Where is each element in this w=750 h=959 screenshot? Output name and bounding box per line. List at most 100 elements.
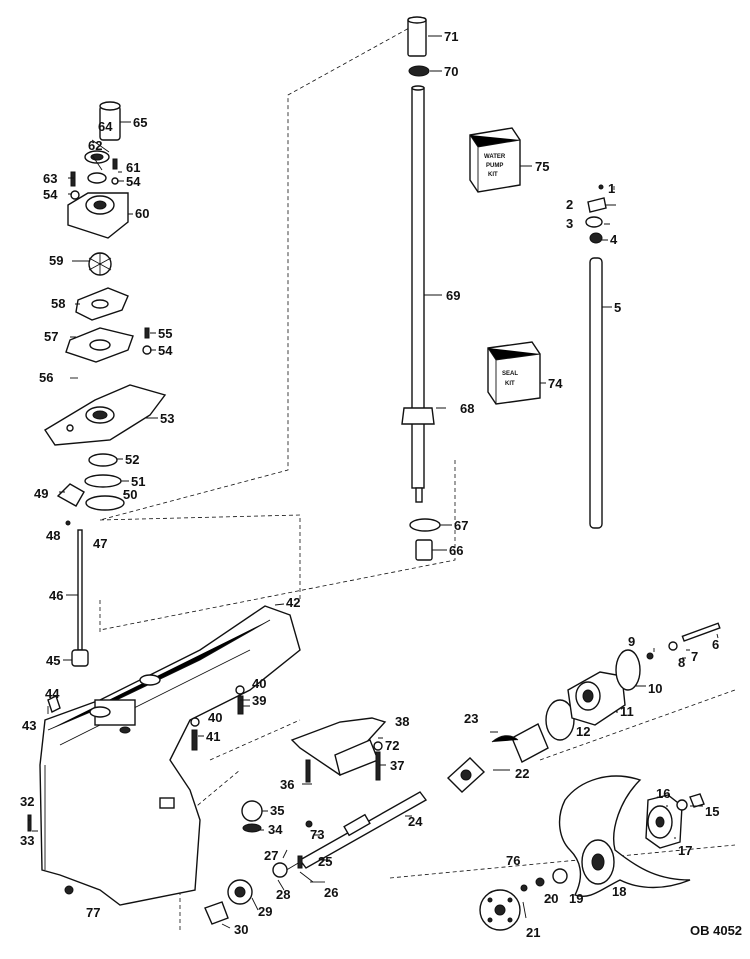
callout-36: 36 [280,777,294,792]
callout-27: 27 [264,848,278,863]
callout-71: 71 [444,29,458,44]
driveshaft-assembly [401,16,441,561]
callout-72: 72 [385,738,399,753]
callout-3: 3 [566,216,573,231]
callout-60: 60 [135,206,149,221]
part-71-bushing [407,17,427,57]
water-tube-assembly [585,184,607,529]
part-35-pinion-gear [241,800,263,822]
callout-10: 10 [648,681,662,696]
callout-77: 77 [86,905,100,920]
part-19-washer [552,868,568,884]
callout-35: 35 [270,803,284,818]
callout-labels: 71 70 65 64 62 61 54 63 54 60 75 1 2 3 4… [20,29,719,940]
callout-54-c: 54 [158,343,173,358]
callout-64: 64 [98,119,113,134]
callout-1: 1 [608,181,615,196]
callout-66: 66 [449,543,463,558]
callout-68: 68 [460,401,474,416]
callout-69: 69 [446,288,460,303]
callout-32: 32 [20,794,34,809]
callout-41: 41 [206,729,220,744]
callout-30: 30 [234,922,248,937]
callout-56: 56 [39,370,53,385]
callout-58: 58 [51,296,65,311]
housing-hardware [27,685,245,832]
callout-52: 52 [125,452,139,467]
callout-17: 17 [678,843,692,858]
part-30-bearing [204,901,229,925]
callout-76: 76 [506,853,520,868]
callout-51: 51 [131,474,145,489]
callout-39: 39 [252,693,266,708]
callout-4: 4 [610,232,618,247]
callout-67: 67 [454,518,468,533]
callout-25: 25 [318,854,332,869]
callout-44: 44 [45,686,60,701]
callout-47: 47 [93,536,107,551]
callout-55: 55 [158,326,172,341]
callout-28: 28 [276,887,290,902]
callout-74: 74 [548,376,563,391]
callout-24: 24 [408,814,423,829]
part-6-bolt [681,622,721,642]
callout-7: 7 [691,649,698,664]
callout-54-a: 54 [126,174,141,189]
callout-15: 15 [705,804,719,819]
callout-42: 42 [286,595,300,610]
callout-16: 16 [656,786,670,801]
seal-kit-line-1: SEAL [502,371,518,377]
part-62-grommet [87,172,107,184]
part-52-seal [88,453,118,467]
callout-33: 33 [20,833,34,848]
callout-73: 73 [310,827,324,842]
callout-21: 21 [526,925,540,940]
callout-26: 26 [324,885,338,900]
callout-2: 2 [566,197,573,212]
part-66-bearing [415,539,433,561]
part-12-o-ring [545,699,575,741]
part-11-bearing-carrier [567,671,626,726]
water-pump-kit-line-2: PUMP [486,163,503,169]
callout-34: 34 [268,822,283,837]
callout-11: 11 [620,704,634,719]
part-70-seal [408,65,430,77]
callout-9: 9 [628,634,635,649]
part-69-driveshaft [411,87,425,489]
part-50-o-ring [85,495,125,511]
water-pump-assembly [44,101,167,667]
part-60-pump-housing [67,192,129,239]
callout-48: 48 [46,528,60,543]
part-5-water-tube [589,257,603,529]
part-45-clamp [71,649,89,667]
callout-8: 8 [678,655,685,670]
seal-kit-box: SEAL KIT [487,341,541,405]
callout-40-a: 40 [252,676,266,691]
part-53-base-plate [44,384,167,446]
part-46-rod [77,529,83,651]
part-65-tube [99,101,121,141]
callout-6: 6 [712,637,719,652]
callout-49: 49 [34,486,48,501]
water-pump-kit-line-3: KIT [488,172,498,178]
callout-46: 46 [49,588,63,603]
callout-5: 5 [614,300,621,315]
part-21-hub [479,889,521,931]
plate-id: OB 4052 [690,923,742,938]
callout-62: 62 [88,138,102,153]
callout-50: 50 [123,487,137,502]
callout-70: 70 [444,64,458,79]
callout-20: 20 [544,891,558,906]
part-24-propshaft [298,791,428,869]
part-10-o-ring [615,649,641,691]
propshaft-assembly [204,622,721,925]
callout-65: 65 [133,115,147,130]
part-38-plate [290,717,387,783]
part-28-clutch [272,862,288,878]
part-23-bearing [511,723,549,763]
part-51-o-ring [84,474,122,488]
seal-kit-line-2: KIT [505,381,515,387]
callout-37: 37 [390,758,404,773]
